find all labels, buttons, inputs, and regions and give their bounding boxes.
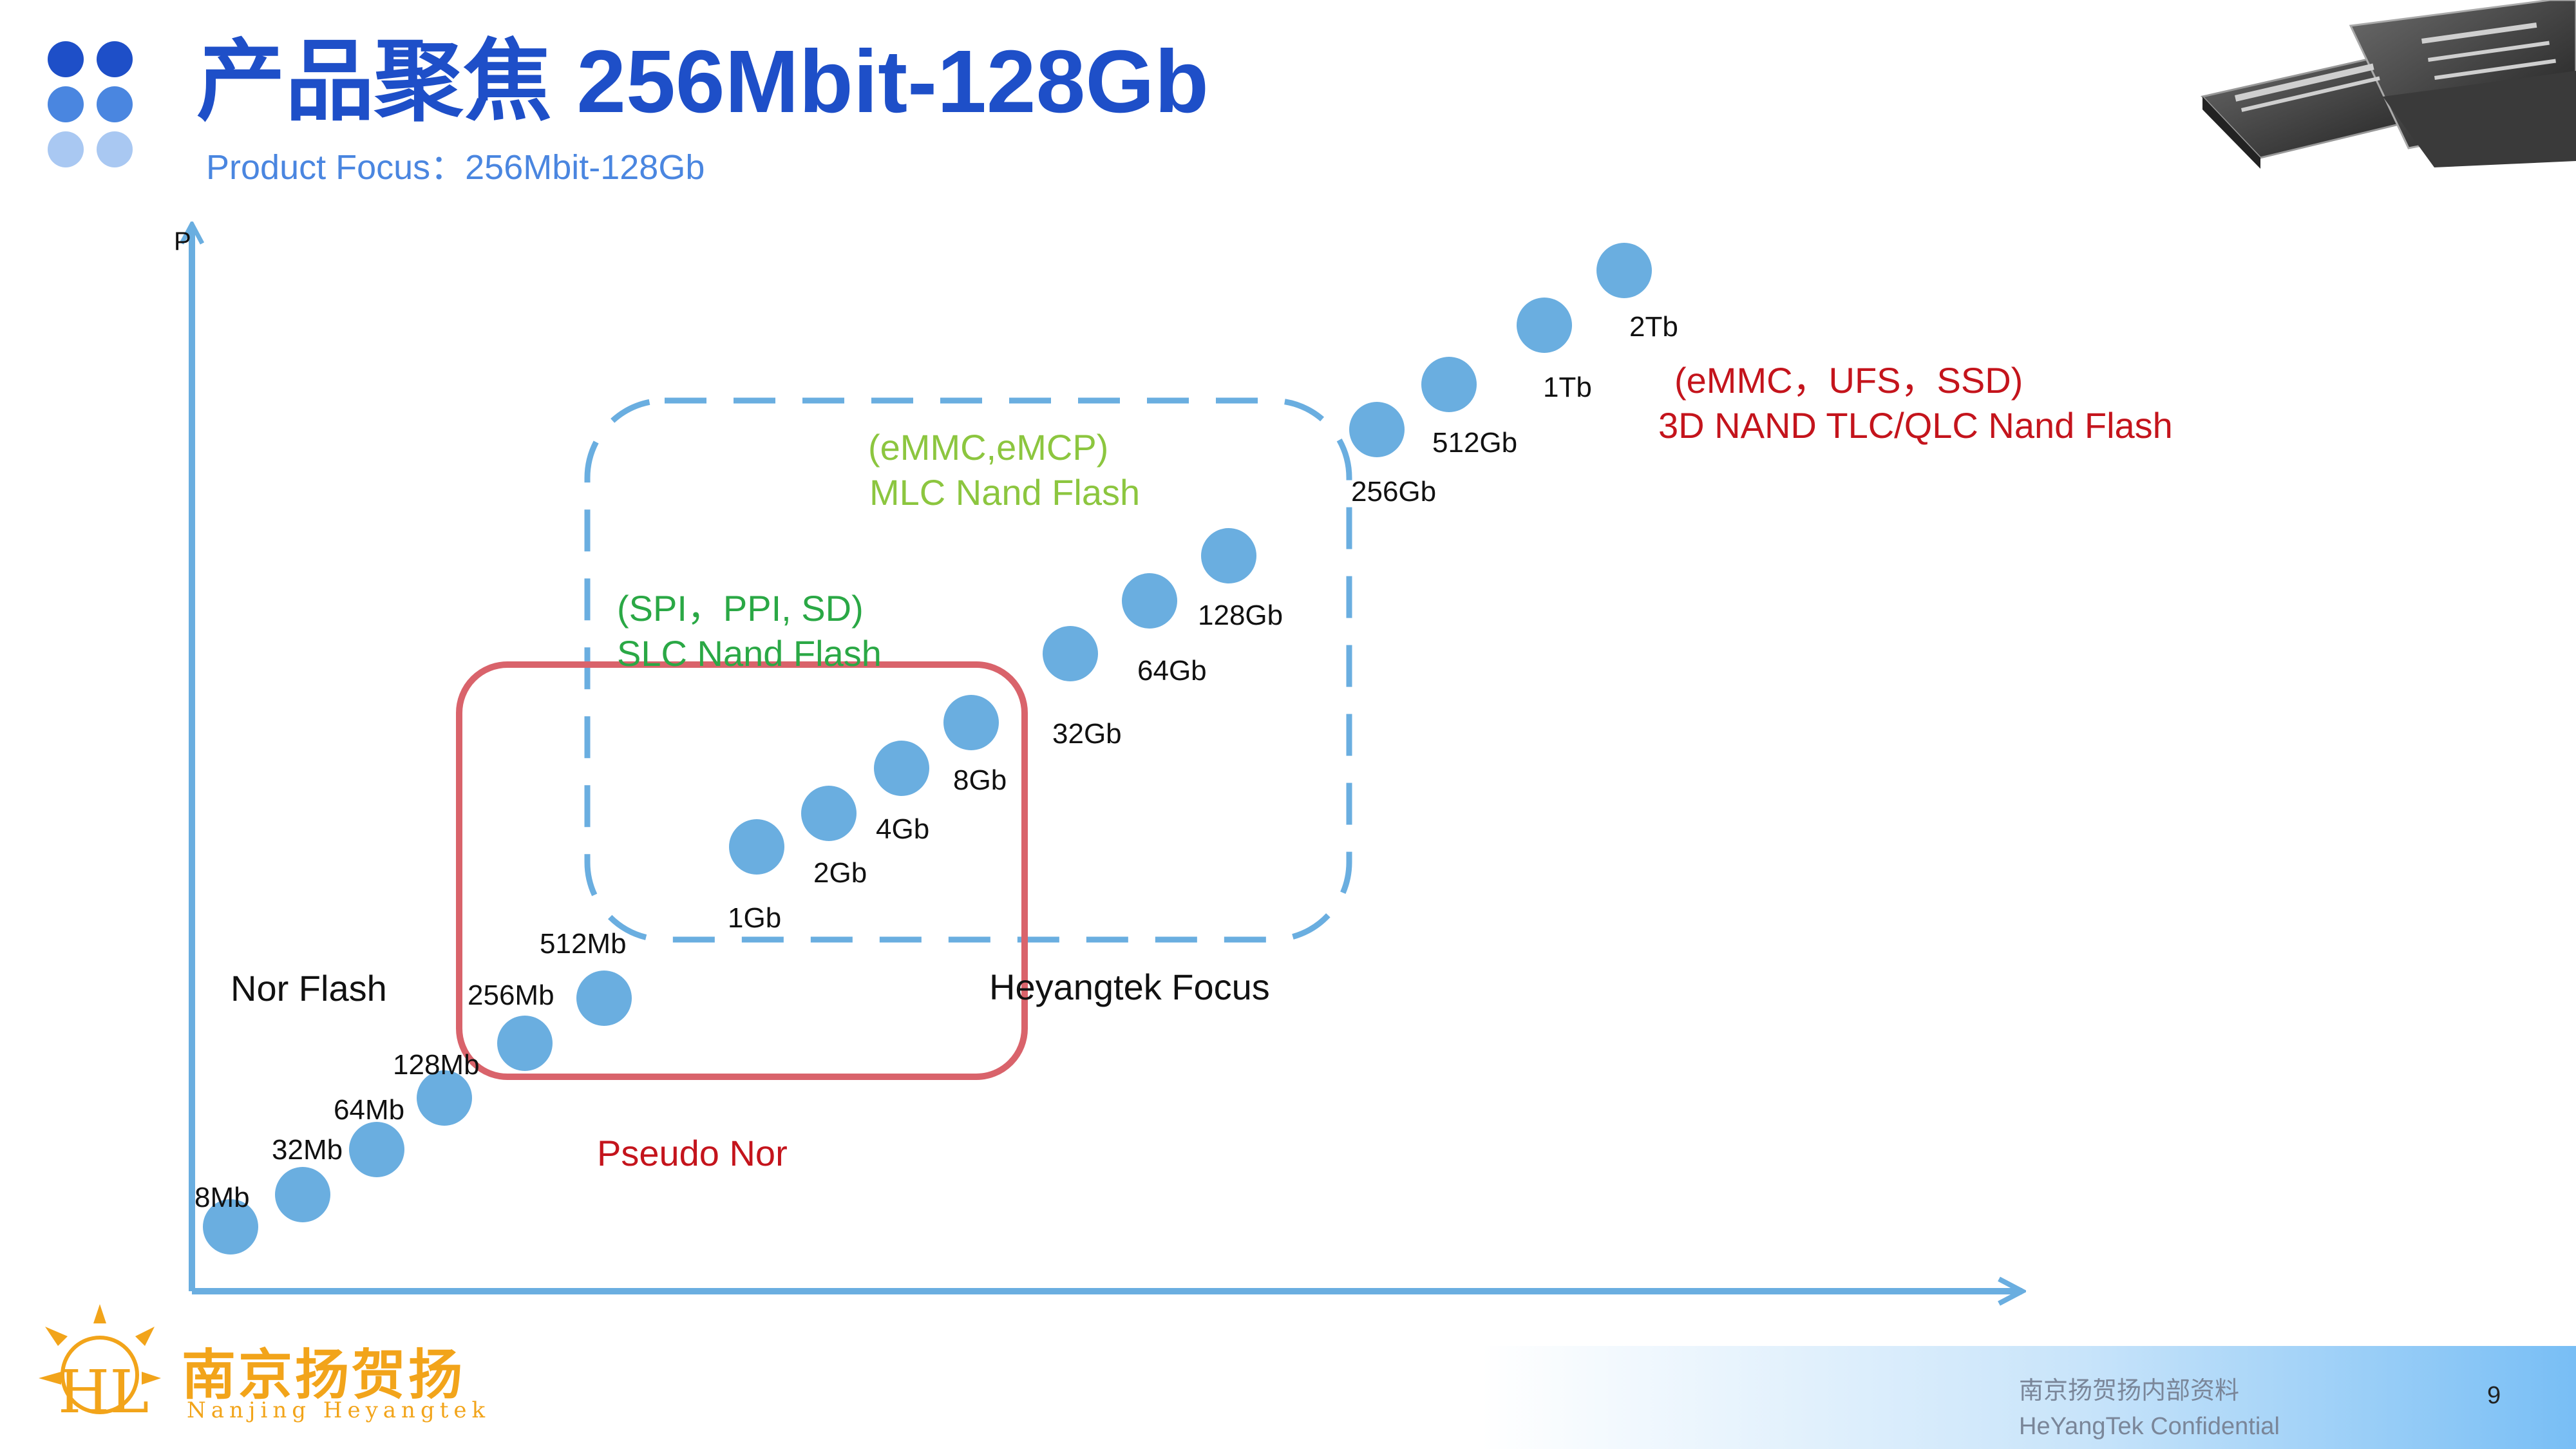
chip-illustration [2201, 0, 2576, 169]
density-label-256mb: 256Mb [468, 980, 554, 1011]
density-dot-256mb [497, 1016, 553, 1071]
mlc-interface-label: (eMMC,eMCP) [868, 427, 1109, 468]
footer-internal-label: 南京扬贺扬内部资料 [2019, 1378, 2240, 1405]
density-dot-32mb [275, 1167, 330, 1222]
brand-name-cn: 南京扬贺扬 [182, 1343, 466, 1406]
logo-dot [97, 131, 133, 167]
density-label-128gb: 128Gb [1198, 600, 1283, 631]
density-dot-256gb [1349, 402, 1405, 457]
density-label-512gb: 512Gb [1432, 427, 1518, 459]
page-title: 产品聚焦 256Mbit-128Gb [196, 32, 1209, 131]
density-label-512mb: 512Mb [540, 928, 627, 960]
density-dot-4gb [874, 741, 929, 796]
density-label-64mb: 64Mb [334, 1094, 405, 1126]
density-dot-32gb [1043, 626, 1098, 681]
pseudo-nor-label: Pseudo Nor [597, 1133, 788, 1173]
density-label-64gb: 64Gb [1137, 655, 1207, 687]
density-dot-128gb [1201, 528, 1256, 583]
brand-logo-letters: HL [58, 1358, 149, 1426]
heyangtek-focus-label: Heyangtek Focus [989, 967, 1270, 1007]
focus-region-box [584, 397, 1352, 943]
logo-dot [97, 41, 133, 77]
density-dot-1tb [1517, 298, 1572, 353]
density-dot-512gb [1421, 357, 1477, 412]
density-dots [203, 243, 1652, 1255]
density-dot-64mb [349, 1122, 404, 1177]
density-dot-8gb [943, 695, 999, 750]
density-label-1gb: 1Gb [728, 902, 782, 934]
density-dot-2gb [801, 786, 857, 841]
mlc-type-label: MLC Nand Flash [869, 472, 1141, 513]
density-label-8gb: 8Gb [953, 764, 1007, 796]
logo-dot [48, 131, 84, 167]
density-label-1tb: 1Tb [1543, 372, 1592, 403]
density-label-128mb: 128Mb [393, 1049, 480, 1081]
pseudo-nor-box [456, 661, 1028, 1080]
density-dot-128mb [417, 1070, 472, 1126]
density-label-4gb: 4Gb [876, 813, 930, 845]
density-dot-64gb [1122, 573, 1177, 629]
brand-name-en: Nanjing Heyangtek [187, 1397, 491, 1423]
nor-flash-label: Nor Flash [231, 968, 387, 1009]
brand-sun-icon: HL [39, 1304, 161, 1426]
logo-dot [97, 86, 133, 122]
density-label-2tb: 2Tb [1629, 311, 1678, 343]
density-label-32gb: 32Gb [1052, 718, 1122, 750]
nand3d-interface-label: (eMMC，UFS，SSD) [1674, 360, 2023, 401]
density-label-2gb: 2Gb [813, 857, 867, 889]
footer-band [1481, 1346, 2576, 1449]
logo-dot [48, 86, 84, 122]
logo-dots [45, 40, 142, 169]
density-dot-1gb [729, 819, 784, 875]
page-subtitle: Product Focus：256Mbit-128Gb [206, 148, 705, 187]
nand3d-type-label: 3D NAND TLC/QLC Nand Flash [1658, 405, 2173, 446]
slc-type-label: SLC Nand Flash [617, 633, 882, 674]
density-label-8mb: 8Mb [194, 1182, 250, 1213]
density-label-32mb: 32Mb [272, 1134, 343, 1166]
density-dot-512mb [576, 971, 632, 1026]
slc-interface-label: (SPI，PPI, SD) [617, 588, 864, 629]
density-dot-2tb [1596, 243, 1652, 298]
density-dot-8mb [203, 1199, 258, 1255]
page-number: 9 [2487, 1382, 2501, 1409]
y-axis-label: P [174, 227, 191, 256]
logo-dot [48, 41, 84, 77]
density-label-256gb: 256Gb [1351, 476, 1437, 507]
footer-confidential-label: HeYangTek Confidential [2019, 1413, 2280, 1440]
